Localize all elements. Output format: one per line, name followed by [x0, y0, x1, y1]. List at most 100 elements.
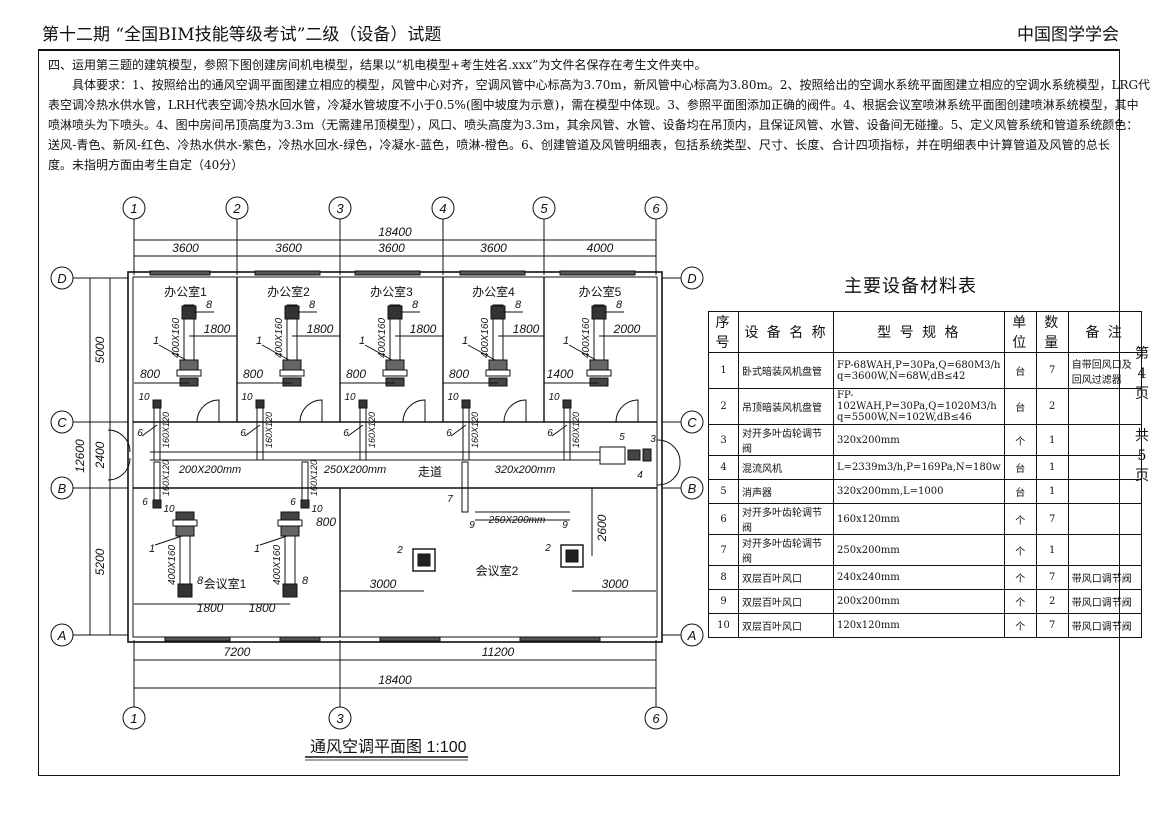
branch-duct	[153, 399, 161, 461]
table-cell: 对开多叶齿轮调节阀	[738, 503, 834, 535]
dimension-total: 18400	[378, 673, 412, 687]
dimension-text: 2400	[93, 441, 107, 469]
tag-label: 2	[544, 543, 551, 554]
table-cell: 2	[1035, 589, 1069, 614]
axis-label: B	[688, 481, 697, 496]
duct-size: 160X120	[264, 412, 274, 448]
axis-label: C	[57, 415, 67, 430]
door-swing	[503, 399, 527, 423]
leader-line	[244, 424, 261, 437]
axis-bubble	[532, 196, 556, 220]
fan-coil-unit	[282, 359, 302, 371]
fan-coil-unit	[179, 359, 199, 371]
axis-label: A	[687, 628, 697, 643]
door-swing	[402, 399, 426, 423]
table-cell: 自带回风口及回风过滤器	[1067, 352, 1142, 389]
dimension-text: 3600	[480, 241, 507, 255]
tag-label: 3	[650, 434, 656, 445]
room-label: 会议室2	[476, 563, 519, 578]
axis-bubble	[225, 196, 249, 220]
table-cell	[1067, 424, 1142, 456]
leader-line	[141, 424, 158, 437]
dimension-text: 800	[140, 367, 160, 381]
column-header: 数量	[1035, 311, 1069, 353]
tag-label: 8	[515, 299, 522, 311]
supply-grille	[490, 305, 506, 320]
fcu-duct	[179, 535, 191, 587]
fan-coil-return	[280, 511, 300, 521]
tag-label: 4	[637, 470, 643, 481]
total-pages: 5	[1137, 448, 1147, 464]
outlet-grille	[461, 399, 471, 409]
table-cell: 混流风机	[738, 455, 834, 480]
table-cell: 160x120mm	[833, 503, 1005, 535]
window	[149, 270, 211, 276]
column-header: 型 号 规 格	[833, 311, 1005, 353]
duct-size: 160X120	[367, 412, 377, 448]
tag-label: 6	[240, 428, 246, 439]
dimension-text: 800	[316, 515, 336, 529]
question-line: 具体要求：1、按照给出的通风空调平面图建立相应的模型，风管中心对齐，空调风管中心…	[48, 78, 1151, 92]
dimension-text: 3000	[602, 577, 629, 591]
tag-label: 6	[142, 497, 148, 508]
door-swing	[107, 429, 131, 481]
tag-label: 2	[396, 545, 403, 556]
dimension-text: 3600	[172, 241, 199, 255]
tag-label: 9	[469, 520, 475, 531]
table-cell: 7	[1035, 503, 1069, 535]
axis-label: 1	[130, 201, 137, 216]
axis-label: B	[58, 481, 67, 496]
room-label: 会议室1	[204, 576, 247, 591]
axis-label: 5	[540, 201, 548, 216]
axis-label: D	[687, 271, 696, 286]
duct-size: 160X120	[309, 460, 319, 496]
door-swing	[196, 399, 220, 423]
table-cell: 7	[1035, 613, 1069, 638]
leader-line	[261, 344, 290, 361]
axis-label: 3	[336, 201, 344, 216]
damper	[642, 448, 652, 462]
fan-coil-unit	[176, 369, 202, 377]
duct-size: 160X120	[161, 460, 171, 496]
fan-coil-return	[589, 377, 609, 387]
fan-coil-unit	[589, 359, 609, 371]
fan-coil-unit	[385, 359, 405, 371]
table-cell: 7	[1035, 352, 1069, 389]
tag-label: 10	[138, 392, 150, 403]
window	[559, 270, 636, 276]
fan-coil-unit	[488, 359, 508, 371]
room-label: 办公室1	[164, 284, 207, 299]
outlet-grille	[152, 399, 162, 409]
tag-label: 1	[153, 335, 159, 347]
duct-size: 250X200mm	[323, 464, 386, 476]
duct-size: 160X120	[571, 412, 581, 448]
duct-size: 250X200mm	[488, 515, 546, 526]
fan-coil-return	[282, 377, 302, 387]
table-cell: 6	[708, 503, 739, 535]
table-cell: 个	[1003, 534, 1037, 566]
window	[279, 636, 321, 642]
supply-grille	[284, 305, 300, 320]
silencer	[599, 446, 626, 465]
tag-label: 10	[163, 504, 175, 515]
leader-line	[450, 424, 467, 437]
dimension-text: 1800	[513, 322, 540, 336]
duct-size: 400X160	[272, 545, 283, 585]
outlet-grille	[358, 399, 368, 409]
duct-size: 160X120	[470, 412, 480, 448]
corridor-label: 走道	[418, 465, 442, 479]
table-cell: 台	[1003, 352, 1037, 389]
cassette-core	[565, 549, 579, 563]
organization-name: 中国图学学会	[1017, 25, 1119, 45]
tag-label: 8	[309, 299, 316, 311]
axis-bubble	[644, 196, 668, 220]
duct-size: 400X160	[274, 318, 285, 358]
axis-bubble	[328, 706, 352, 730]
question-line: 送风-青色、新风-红色、冷热水供水-紫色，冷热水回水-绿色，冷凝水-蓝色，喷淋-…	[48, 138, 1110, 152]
table-cell: 带风口调节阀	[1067, 613, 1142, 638]
window	[254, 270, 321, 276]
